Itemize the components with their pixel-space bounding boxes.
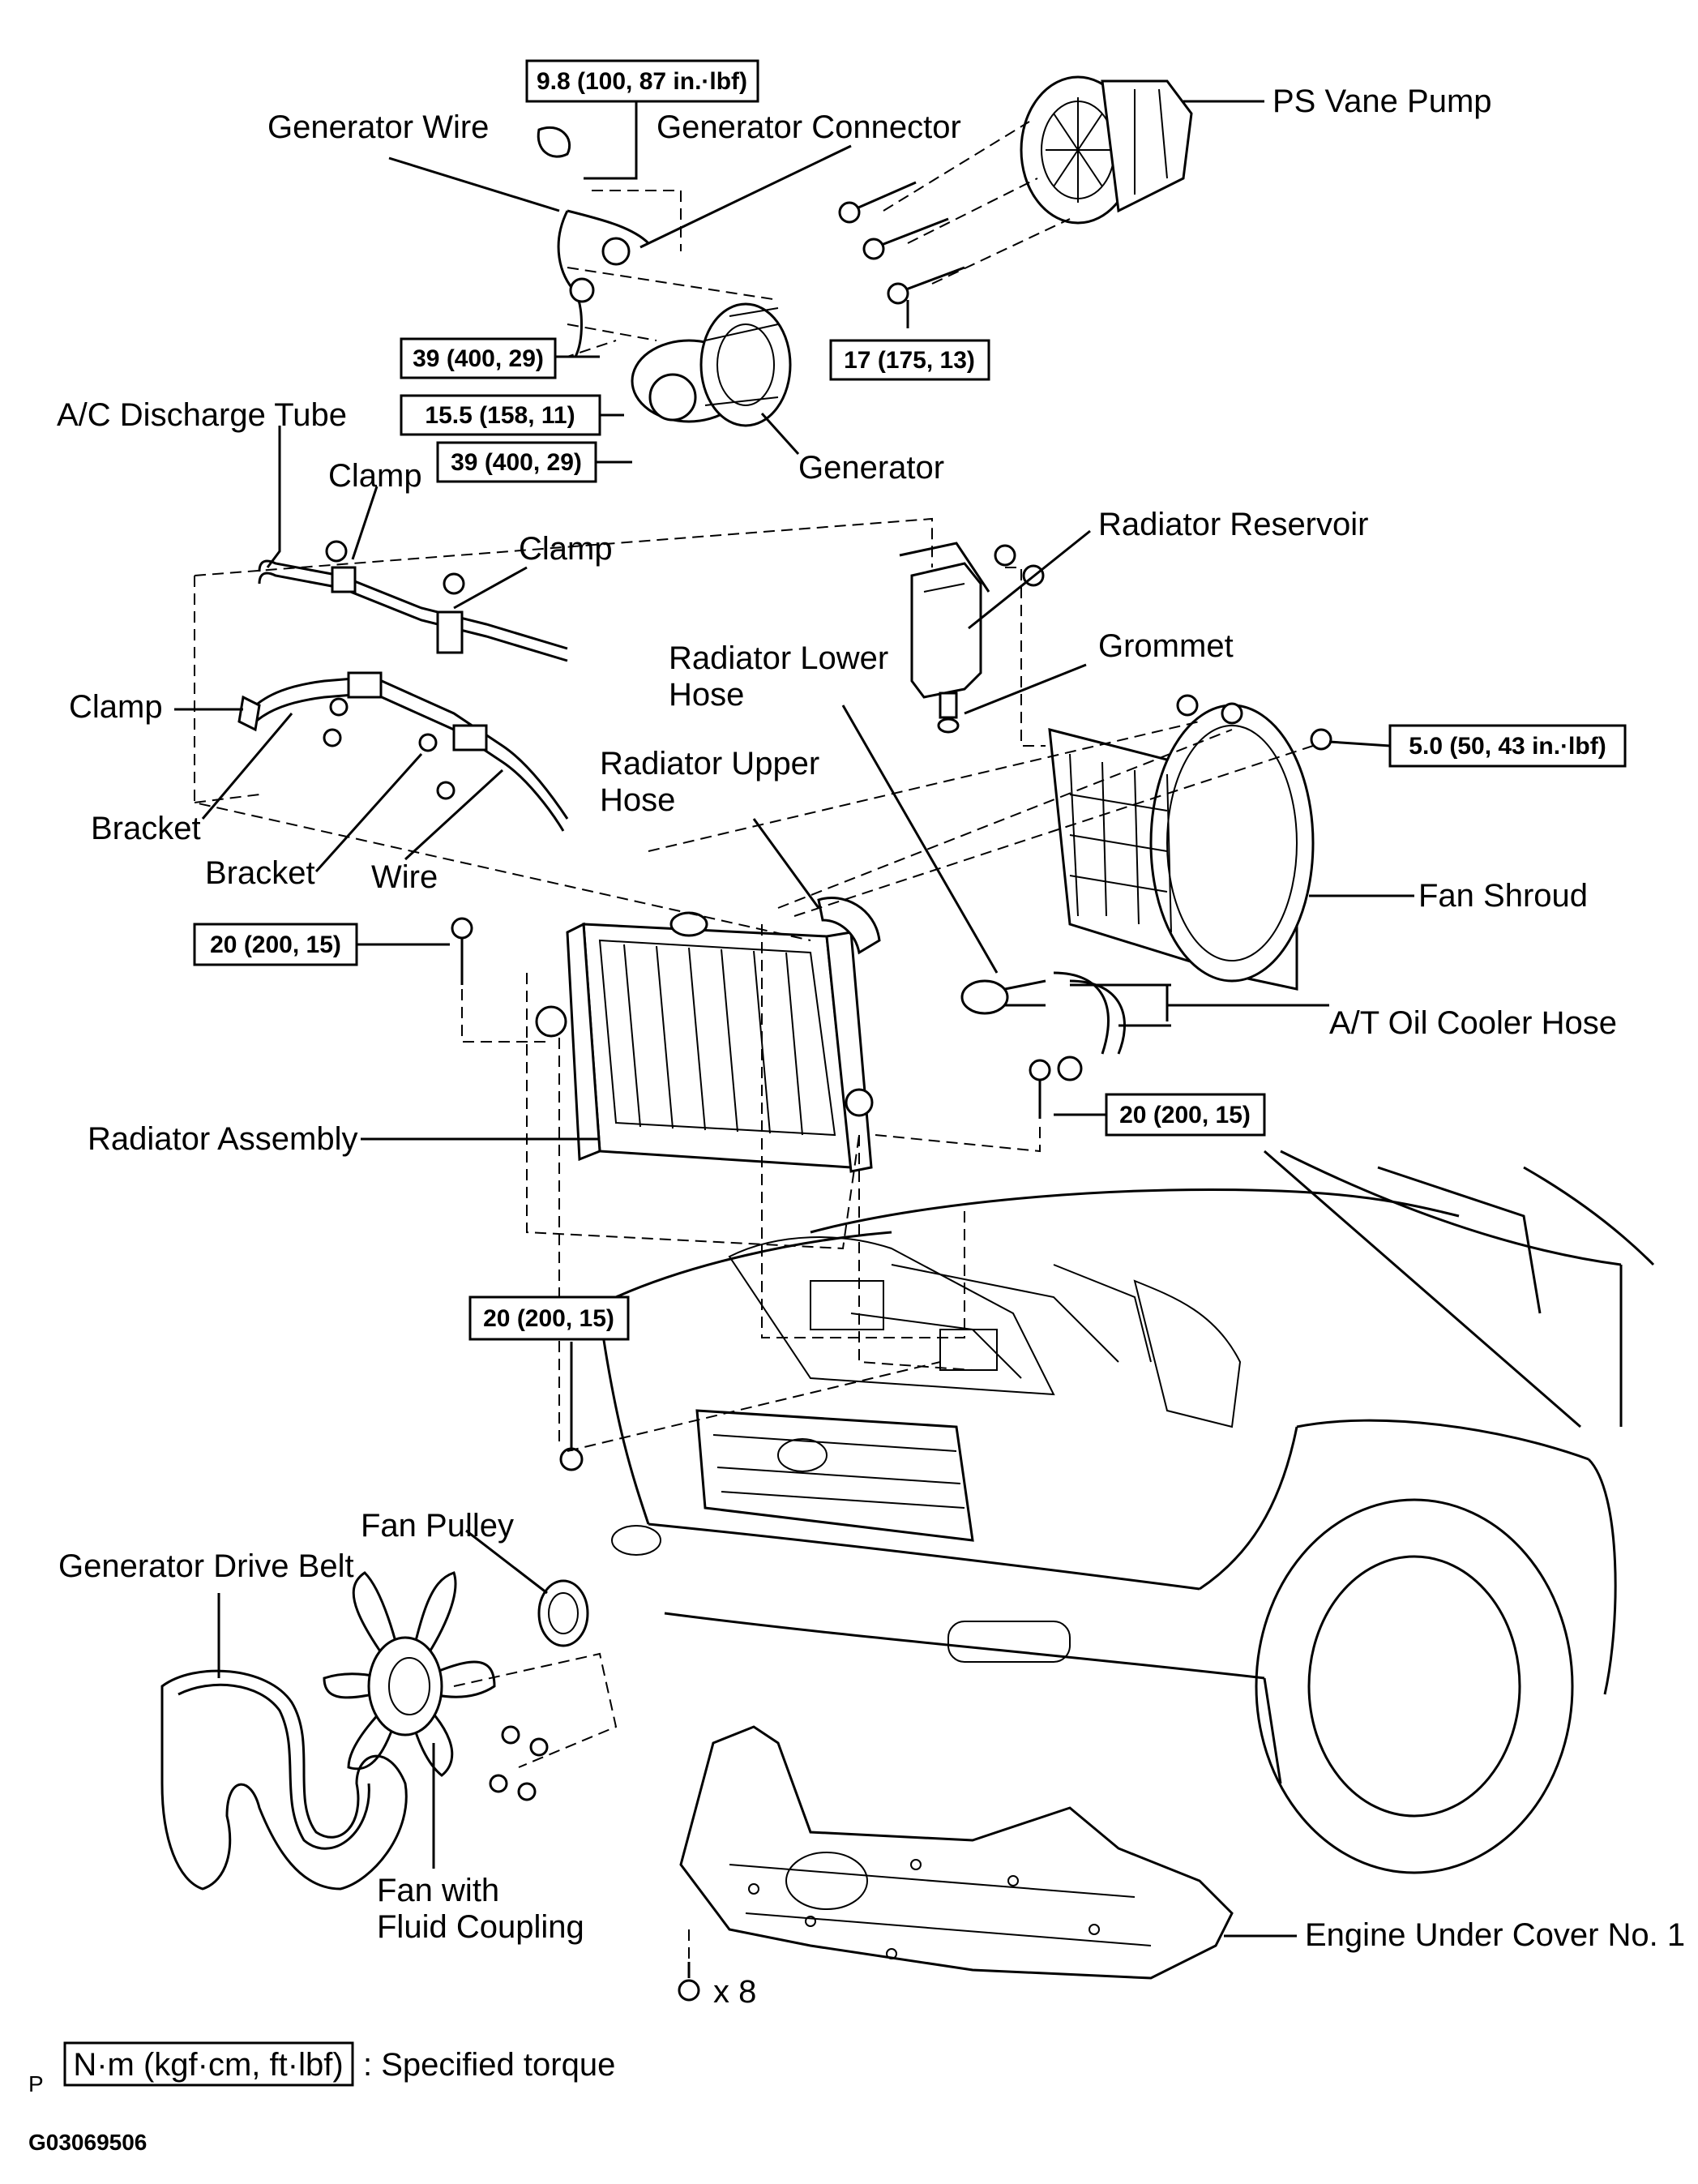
label-radiator-reservoir: Radiator Reservoir <box>1098 507 1368 542</box>
label-bolt-count: x 8 <box>713 1974 756 2010</box>
torque-ps-pump-bolt: 17 (175, 13) <box>829 339 990 381</box>
svg-text:20 (200, 15): 20 (200, 15) <box>1119 1102 1251 1128</box>
label-generator: Generator <box>798 450 944 486</box>
ps-vane-pump <box>1020 75 1193 225</box>
label-fan-fluid-coupling-1: Fan with <box>377 1873 499 1908</box>
label-fan-shroud: Fan Shroud <box>1418 878 1588 914</box>
vehicle-front-outline <box>598 1150 1655 1874</box>
torque-gen-nut: 15.5 (158, 11) <box>400 394 601 436</box>
svg-text:17 (175, 13): 17 (175, 13) <box>844 347 975 374</box>
wire-and-brackets <box>237 671 569 832</box>
torque-gen-bolt: 39 (400, 29) <box>436 441 597 483</box>
torque-gen-terminal: 39 (400, 29) <box>400 337 557 379</box>
label-bracket-1: Bracket <box>91 811 201 846</box>
radiator-bolts <box>451 917 1051 1471</box>
svg-text:39 (400, 29): 39 (400, 29) <box>451 449 582 476</box>
ac-discharge-tube <box>258 559 568 662</box>
svg-text:5.0 (50, 43 in.·lbf): 5.0 (50, 43 in.·lbf) <box>1409 733 1606 760</box>
label-bracket-2: Bracket <box>205 855 315 891</box>
label-fan-pulley: Fan Pulley <box>361 1508 514 1544</box>
label-radiator-assembly: Radiator Assembly <box>88 1121 357 1157</box>
generator-wire-harness <box>537 126 650 358</box>
label-radiator-lower-hose-2: Hose <box>669 677 744 713</box>
label-generator-drive-belt: Generator Drive Belt <box>58 1548 354 1584</box>
torque-radiator-lower: 20 (200, 15) <box>468 1295 630 1341</box>
label-clamp-3: Clamp <box>69 689 163 725</box>
label-wire: Wire <box>371 859 438 895</box>
engine-under-cover <box>678 1725 1234 2002</box>
assembly-dashed-lines <box>194 121 1314 1962</box>
label-ps-vane-pump: PS Vane Pump <box>1272 84 1492 119</box>
svg-text:20 (200, 15): 20 (200, 15) <box>483 1305 614 1332</box>
label-clamp-1: Clamp <box>328 458 422 494</box>
label-generator-wire: Generator Wire <box>267 109 489 145</box>
generator-drive-belt <box>160 1669 408 1891</box>
pump-bolts <box>838 181 965 305</box>
label-radiator-upper-hose-1: Radiator Upper <box>600 746 819 782</box>
legend-prefix: P <box>28 2071 44 2096</box>
label-ac-discharge-tube: A/C Discharge Tube <box>57 397 347 433</box>
torque-radiator-left: 20 (200, 15) <box>193 923 358 966</box>
fan-shroud <box>1048 694 1332 991</box>
svg-text:15.5 (158, 11): 15.5 (158, 11) <box>425 402 575 429</box>
label-clamp-2: Clamp <box>519 531 613 567</box>
legend-text: : Specified torque <box>363 2047 615 2083</box>
figure-code: G03069506 <box>28 2130 147 2155</box>
label-engine-under-cover: Engine Under Cover No. 1 <box>1305 1917 1685 1953</box>
torque-legend: P N·m (kgf·cm, ft·lbf) : Specified torqu… <box>28 2041 615 2096</box>
fan-pulley <box>537 1579 589 1647</box>
torque-fan-shroud-bolt: 5.0 (50, 43 in.·lbf) <box>1388 724 1627 768</box>
radiator-assembly <box>535 896 1046 1173</box>
label-radiator-lower-hose-1: Radiator Lower <box>669 640 888 676</box>
label-radiator-upper-hose-2: Hose <box>600 782 675 818</box>
label-at-oil-cooler-hose: A/T Oil Cooler Hose <box>1329 1005 1617 1041</box>
svg-text:39 (400, 29): 39 (400, 29) <box>413 345 544 372</box>
label-generator-connector: Generator Connector <box>657 109 961 145</box>
legend-unit: N·m (kgf·cm, ft·lbf) <box>73 2047 343 2083</box>
label-fan-fluid-coupling-2: Fluid Coupling <box>377 1909 584 1945</box>
torque-radiator-right: 20 (200, 15) <box>1105 1093 1266 1137</box>
generator <box>631 302 792 427</box>
svg-text:9.8 (100, 87 in.·lbf): 9.8 (100, 87 in.·lbf) <box>537 68 747 95</box>
svg-text:20 (200, 15): 20 (200, 15) <box>210 931 341 958</box>
leader-lines <box>174 81 1414 1938</box>
label-grommet: Grommet <box>1098 628 1234 664</box>
torque-gen-wire-nut: 9.8 (100, 87 in.·lbf) <box>525 59 759 103</box>
radiator-reservoir <box>899 542 1045 734</box>
tube-bolts <box>323 540 465 800</box>
at-oil-cooler-hoses <box>1053 971 1126 1081</box>
fan-with-fluid-coupling <box>323 1571 549 1801</box>
